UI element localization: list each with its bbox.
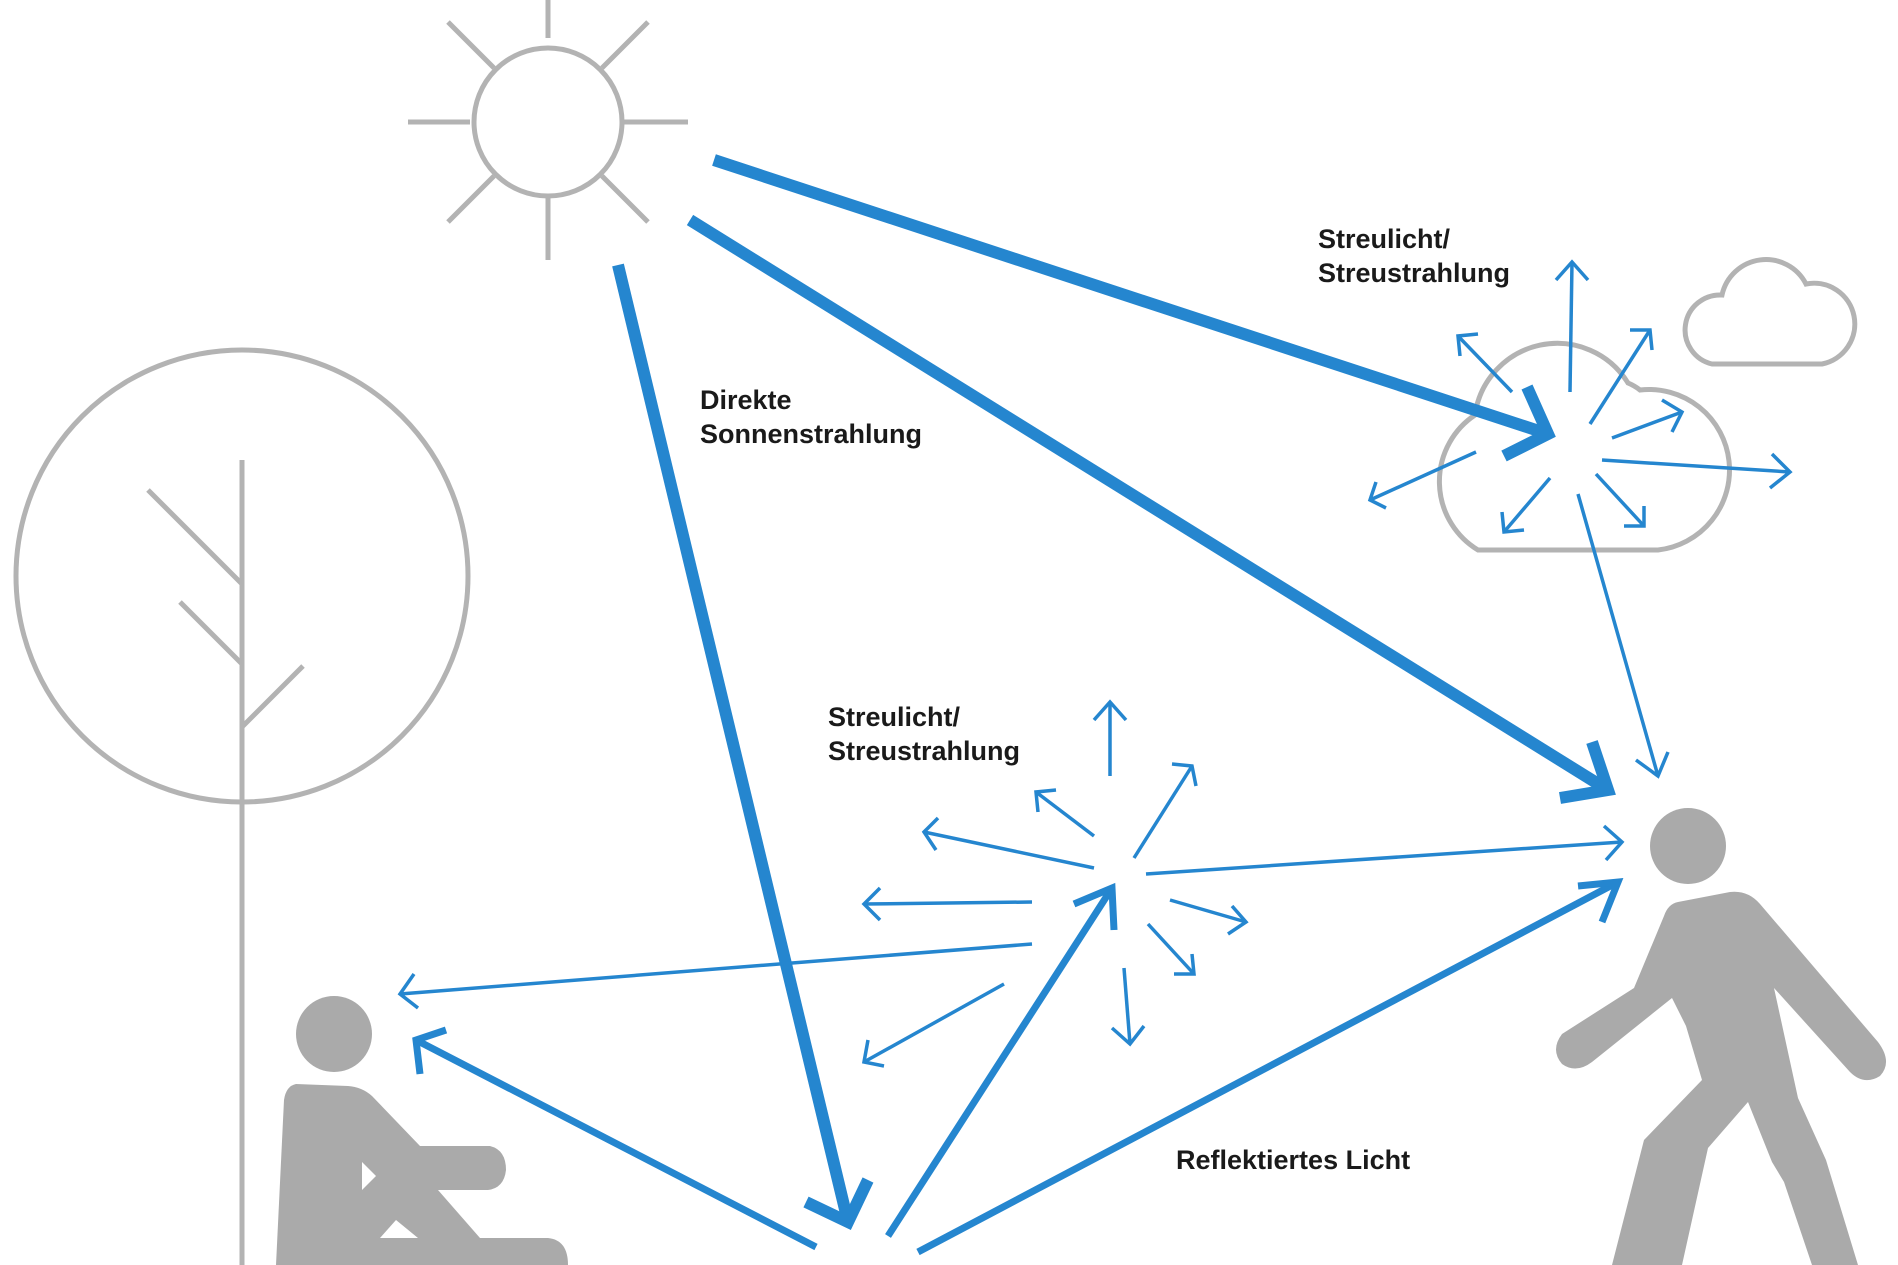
direct-sunlight-label-line2: Sonnenstrahlung	[700, 419, 922, 449]
cloud-scatter-arrows	[1367, 259, 1793, 779]
cloud-scatter-label: Streulicht/ Streustrahlung	[1318, 222, 1510, 290]
ground-scatter-label-line2: Streustrahlung	[828, 736, 1021, 766]
direct-sunlight-label: Direkte Sonnenstrahlung	[700, 383, 922, 451]
ground-scatter-label-line1: Streulicht/	[828, 702, 961, 732]
reflected-light-label: Reflektiertes Licht	[1176, 1143, 1410, 1177]
direct-sunlight-arrows	[612, 154, 1616, 1230]
ground-scatter-arrows	[397, 699, 1625, 1068]
cloud-small-icon	[1682, 257, 1858, 367]
sitting-person-icon	[276, 996, 568, 1265]
cloud-scatter-label-line2: Streustrahlung	[1318, 258, 1511, 288]
cloud-icon	[1436, 340, 1732, 553]
sun-icon	[408, 0, 688, 260]
tree-icon	[13, 347, 471, 1265]
cloud-scatter-label-line1: Streulicht/	[1318, 224, 1451, 254]
walking-person-icon	[1556, 808, 1887, 1265]
reflected-light-arrows	[412, 877, 1624, 1256]
direct-sunlight-label-line1: Direkte	[700, 385, 792, 415]
sitting-person-gaps	[362, 1162, 418, 1238]
reflected-light-label-text: Reflektiertes Licht	[1176, 1145, 1411, 1175]
ground-scatter-label: Streulicht/ Streustrahlung	[828, 700, 1020, 768]
